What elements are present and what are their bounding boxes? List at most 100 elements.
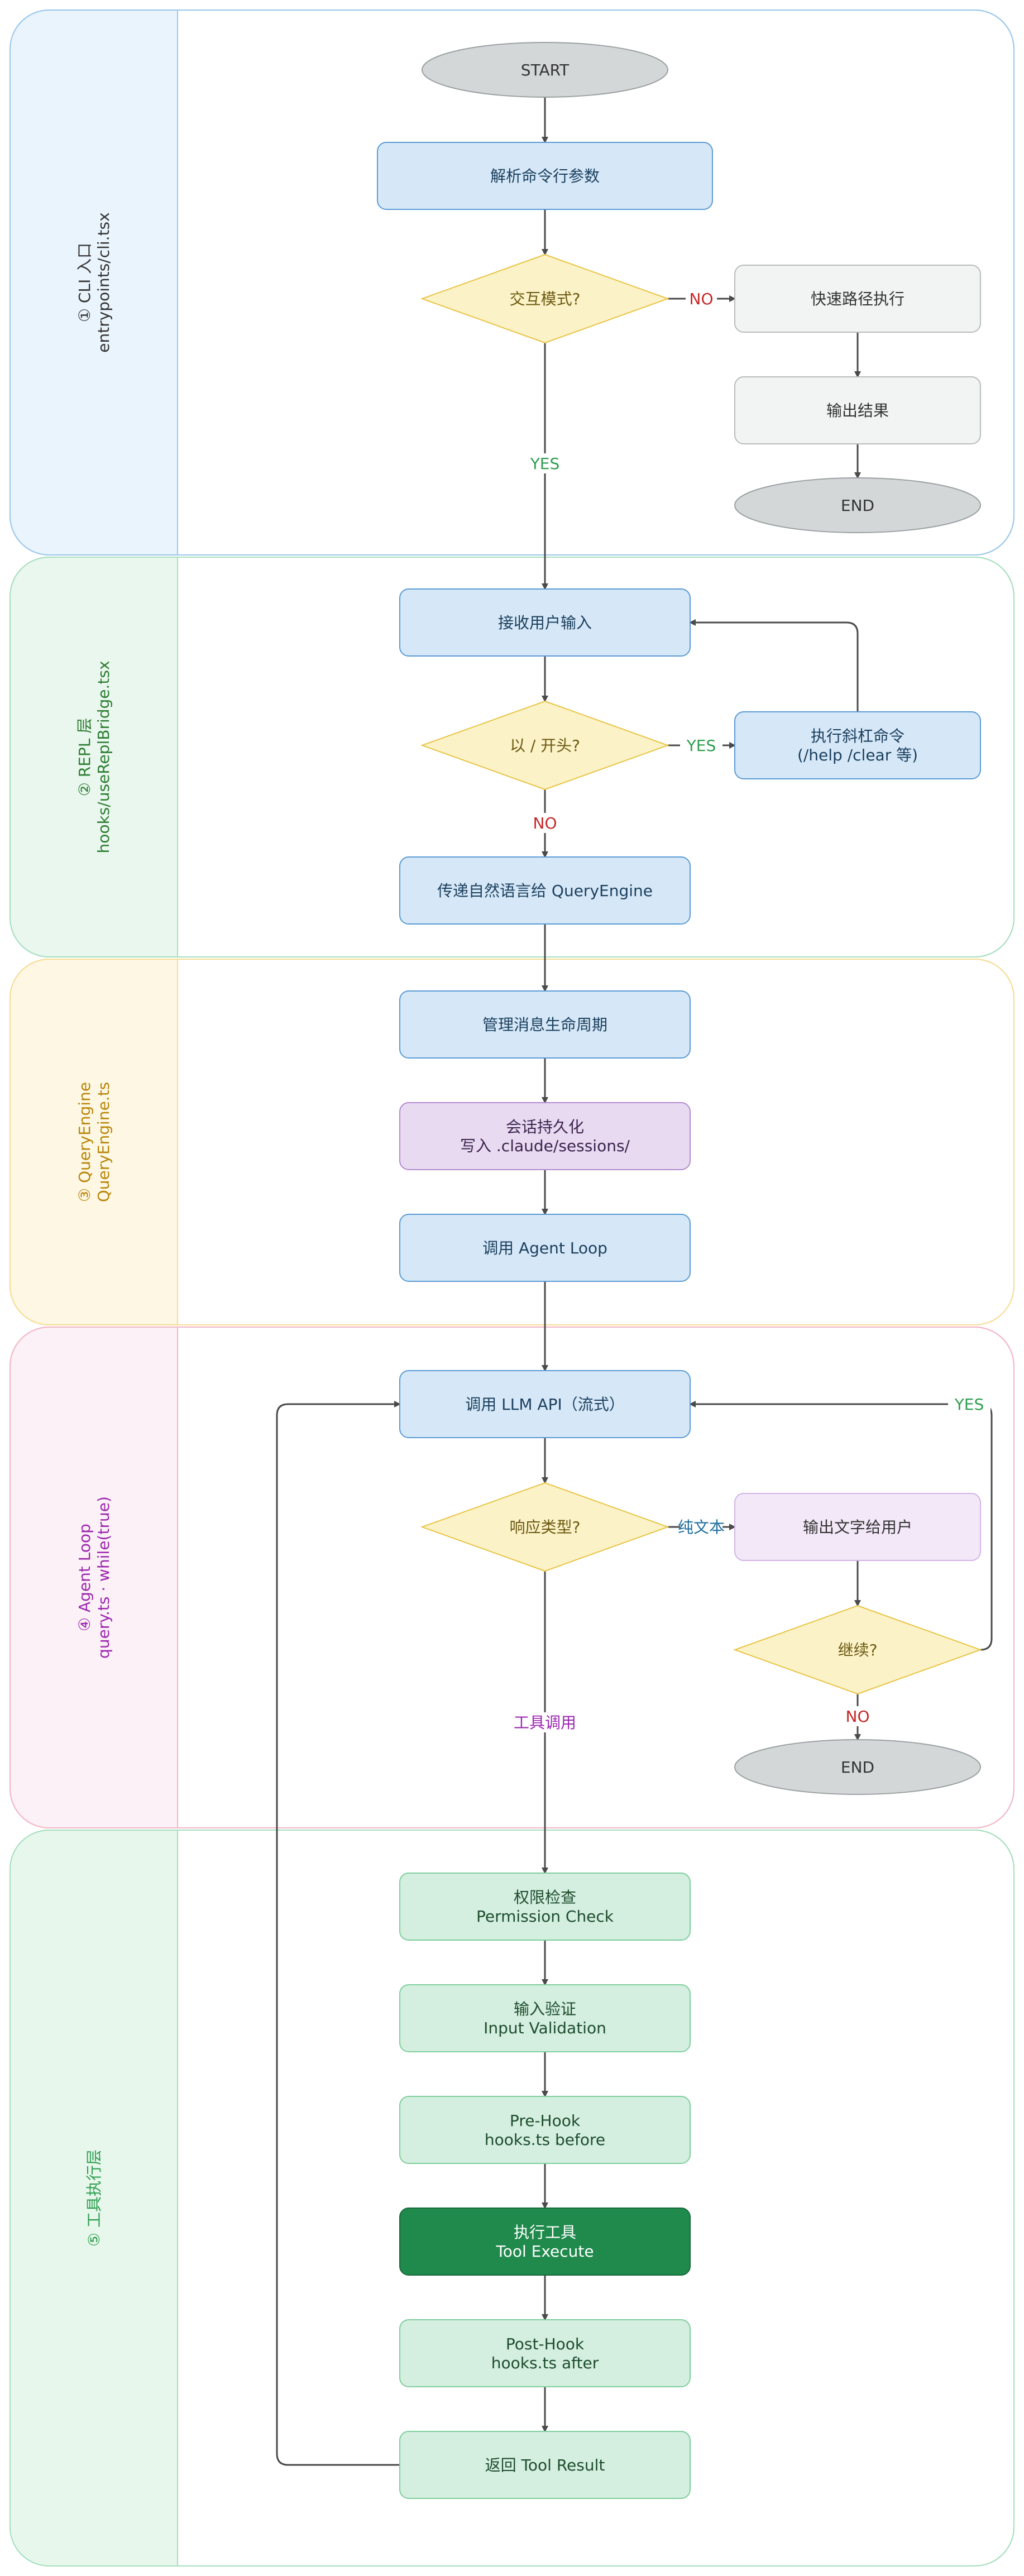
fast-path-box-shape bbox=[734, 265, 981, 333]
call-llm-api-label: 调用 LLM API（流式） bbox=[465, 1395, 624, 1414]
slash-command-label: (/help /clear 等) bbox=[797, 746, 918, 764]
session-persist-label: 写入 .claude/sessions/ bbox=[460, 1137, 630, 1155]
lane-title: ④ Agent Loopquery.ts · while(true) bbox=[75, 1496, 113, 1659]
call-agent-loop-box-shape bbox=[399, 1214, 691, 1282]
lane-sidebar bbox=[10, 557, 178, 957]
output-result-box-shape bbox=[734, 376, 981, 444]
start-label: START bbox=[521, 61, 570, 79]
lane-sidebar bbox=[10, 1327, 178, 1828]
edge-label-interactive-fast: NO bbox=[690, 290, 714, 308]
end-2-label: END bbox=[841, 1758, 874, 1777]
node-interactive-mode: 交互模式? bbox=[420, 253, 669, 344]
permission-check-label: 权限检查 bbox=[514, 1888, 576, 1907]
slash-check-label: 以 / 开头? bbox=[510, 736, 580, 755]
edge-label-continue-end: NO bbox=[846, 1707, 870, 1726]
edge-label-background bbox=[529, 813, 561, 833]
tool-execute-label: 执行工具 bbox=[514, 2223, 576, 2242]
session-persist-box-shape bbox=[399, 1102, 691, 1170]
input-validation-label: 输入验证 bbox=[514, 2000, 576, 2018]
continue-check-label: 继续? bbox=[838, 1641, 878, 1659]
slash-command-box-shape bbox=[734, 711, 981, 779]
input-validation-box-shape bbox=[399, 1984, 691, 2052]
session-persist-label: 会话持久化 bbox=[506, 1118, 584, 1136]
pass-to-queryengine-box-shape bbox=[399, 856, 691, 925]
node-output-result: 输出结果 bbox=[734, 376, 981, 444]
lane-sidebar bbox=[10, 959, 178, 1325]
edge-label-interactive-receive: YES bbox=[530, 454, 560, 473]
receive-input-box-shape bbox=[399, 588, 691, 657]
node-end-2: END bbox=[734, 1739, 981, 1795]
edge-label-response-permission: 工具调用 bbox=[514, 1713, 576, 1732]
end-2-terminator-shape bbox=[734, 1739, 981, 1795]
edge-label-slash-pass: NO bbox=[533, 814, 557, 832]
edge-label-background bbox=[686, 289, 717, 309]
lane-title-line1: ⑤ 工具执行层 bbox=[85, 2149, 103, 2247]
parse-args-label: 解析命令行参数 bbox=[490, 167, 600, 185]
e-command-receive-connector bbox=[689, 619, 859, 712]
node-slash-check: 以 / 开头? bbox=[420, 700, 669, 791]
end-1-terminator-shape bbox=[734, 477, 981, 533]
node-continue-check: 继续? bbox=[733, 1605, 982, 1695]
lane-title-line1: ① CLI 入口 bbox=[75, 243, 94, 322]
node-output-text: 输出文字给用户 bbox=[734, 1493, 981, 1561]
e-result-llm-connector bbox=[276, 1401, 401, 2466]
node-call-llm-api: 调用 LLM API（流式） bbox=[399, 1370, 691, 1438]
lane-title: ① CLI 入口entrypoints/cli.tsx bbox=[75, 212, 113, 352]
lane-border bbox=[9, 557, 1015, 957]
lane-tools: ⑤ 工具执行层 bbox=[9, 1830, 1015, 2567]
pre-hook-label: Pre-Hook bbox=[510, 2111, 581, 2130]
post-hook-label: hooks.ts after bbox=[491, 2354, 599, 2372]
lane-title: ② REPL 层hooks/useReplBridge.tsx bbox=[75, 660, 113, 853]
edge-label-continue-llm: YES bbox=[954, 1395, 984, 1414]
node-call-agent-loop: 调用 Agent Loop bbox=[399, 1214, 691, 1282]
node-receive-input: 接收用户输入 bbox=[399, 588, 691, 657]
lane-sidebar bbox=[10, 1830, 178, 2566]
edge-label-background bbox=[680, 1517, 722, 1537]
end-1-label: END bbox=[841, 496, 874, 515]
tool-execute-label: Tool Execute bbox=[495, 2242, 594, 2261]
pre-hook-box-shape bbox=[399, 2096, 691, 2164]
post-hook-box-shape bbox=[399, 2319, 691, 2387]
output-text-label: 输出文字给用户 bbox=[803, 1518, 912, 1536]
node-response-type: 响应类型? bbox=[420, 1482, 669, 1572]
lane-title-line1: ③ QueryEngine bbox=[75, 1082, 94, 1202]
call-llm-api-box-shape bbox=[399, 1370, 691, 1438]
response-type-label: 响应类型? bbox=[510, 1518, 581, 1536]
interactive-mode-label: 交互模式? bbox=[510, 290, 581, 308]
node-return-tool-result: 返回 Tool Result bbox=[399, 2431, 691, 2499]
node-fast-path: 快速路径执行 bbox=[734, 265, 981, 333]
edge-label-background bbox=[948, 1394, 990, 1414]
lane-border bbox=[9, 1327, 1015, 1828]
start-terminator-shape bbox=[422, 42, 668, 98]
node-parse-args: 解析命令行参数 bbox=[377, 142, 713, 210]
tool-execute-box-shape bbox=[399, 2208, 691, 2276]
lane-sidebar bbox=[10, 10, 178, 555]
lane-title-line2: hooks/useReplBridge.tsx bbox=[94, 660, 113, 853]
manage-lifecycle-box-shape bbox=[399, 990, 691, 1059]
slash-check-decision-shape bbox=[420, 700, 669, 791]
lane-title-line1: ④ Agent Loop bbox=[75, 1524, 94, 1631]
lane-title-line1: ② REPL 层 bbox=[75, 718, 94, 797]
pass-to-queryengine-label: 传递自然语言给 QueryEngine bbox=[437, 882, 653, 900]
node-manage-lifecycle: 管理消息生命周期 bbox=[399, 990, 691, 1059]
return-tool-result-box-shape bbox=[399, 2431, 691, 2499]
node-end-1: END bbox=[734, 477, 981, 533]
edge-label-background bbox=[842, 1706, 873, 1726]
parse-args-box-shape bbox=[377, 142, 713, 210]
lane-border bbox=[9, 1830, 1015, 2567]
receive-input-label: 接收用户输入 bbox=[498, 614, 592, 632]
input-validation-label: Input Validation bbox=[484, 2019, 606, 2037]
slash-command-label: 执行斜杠命令 bbox=[811, 727, 905, 745]
response-type-decision-shape bbox=[420, 1482, 669, 1572]
output-text-box-shape bbox=[734, 1493, 981, 1561]
edge-label-background bbox=[680, 735, 722, 755]
fast-path-label: 快速路径执行 bbox=[811, 290, 905, 308]
return-tool-result-label: 返回 Tool Result bbox=[485, 2456, 605, 2474]
call-agent-loop-label: 调用 Agent Loop bbox=[482, 1239, 607, 1257]
edge-label-background bbox=[524, 453, 566, 473]
